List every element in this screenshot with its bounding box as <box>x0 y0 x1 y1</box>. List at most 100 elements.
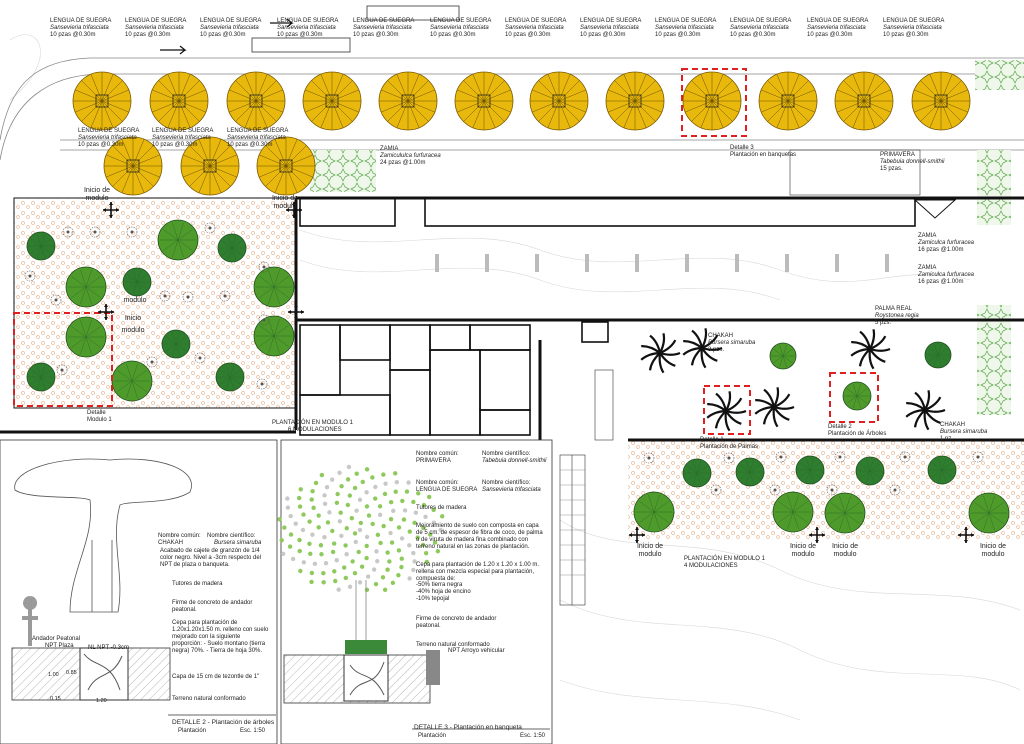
shrub-icon <box>258 261 270 273</box>
shrub-icon <box>899 451 911 463</box>
yellow-tree-icon <box>454 71 514 131</box>
module-origin-icon <box>629 527 645 543</box>
plant-label-sci: Zamiculca furfuracea <box>918 272 975 278</box>
palm-icon <box>754 387 795 428</box>
plant-label-name: LENGUA DE SUEGRA <box>353 18 415 24</box>
plant-label-qty: 3 pzs. <box>708 347 725 353</box>
d3-common-title-2: Nombre común: <box>416 480 459 486</box>
shrub-icon <box>775 451 787 463</box>
plant-label-sci: Zamicululca furfuracea <box>380 153 441 159</box>
d2-cepa: Cepa para plantación de 1.20x1.20x1.50 m… <box>172 620 269 654</box>
d3-title: DETALLE 3 - Plantación en banqueta <box>414 724 522 731</box>
shrub-icon <box>50 294 62 306</box>
d2-capa: Capa de 15 cm de tezontle de 1" <box>172 674 260 680</box>
d3-mejoramiento: Mejoramiento de suelo con composta en ca… <box>416 523 543 550</box>
detail-highlight-palm <box>703 385 751 435</box>
plant-label-name: LENGUA DE SUEGRA <box>227 128 289 134</box>
plant-label-name: LENGUA DE SUEGRA <box>50 18 112 24</box>
shrub-icon <box>258 314 270 326</box>
inicio-modulo-label: Inicio de modulo <box>83 187 111 202</box>
d3-npt: NPT Arroyo vehicular <box>448 648 505 654</box>
plant-label-qty: 10 pzas @0.30m <box>430 32 476 38</box>
plant-label-sci: Sansevieria trifasciata <box>430 25 489 31</box>
inicio-modulo-label: Inicio de modulo <box>789 543 817 558</box>
plant-label-name: Detalle 2 <box>828 424 852 430</box>
plant-label-name: LENGUA DE SUEGRA <box>730 18 792 24</box>
green-tree-icon <box>769 342 797 370</box>
green-tree-icon <box>682 458 712 488</box>
d2-sci-value: Bursera simaruba <box>214 540 262 546</box>
d3-cepa: Cepa para plantación de 1.20 x 1.20 x 1.… <box>416 562 540 582</box>
yellow-tree-icon <box>911 71 971 131</box>
plant-label-sci: Sansevieria trifasciata <box>200 25 259 31</box>
plant-label-name: Detalle 3 <box>730 145 754 151</box>
module-origin-icon <box>958 527 974 543</box>
plant-label-name: LENGUA DE SUEGRA <box>580 18 642 24</box>
plant-label-sci: Sansevieria trifasciata <box>655 25 714 31</box>
plant-label-qty: 24 pzas @1.00m <box>380 160 426 166</box>
green-tree-icon <box>253 266 295 308</box>
plant-label-sci: Bursera simaruba <box>940 429 988 435</box>
d2-tutores: Tutores de madera <box>172 581 223 587</box>
plant-label-desc: Modulo 1 <box>87 417 112 423</box>
shrub-icon <box>769 484 781 496</box>
module-origin-icon <box>288 304 304 320</box>
yellow-tree-icon <box>758 71 818 131</box>
d2-andador: Andador Peatonal <box>32 636 81 642</box>
d3-sci-title-1: Nombre científico: <box>482 451 531 457</box>
plant-label-sci: Sansevieria trifasciata <box>730 25 789 31</box>
columns <box>435 254 889 272</box>
plant-label-qty: 10 pzas @0.30m <box>883 32 929 38</box>
right-plaza <box>628 440 1024 540</box>
green-tree-icon <box>795 455 825 485</box>
green-tree-icon <box>26 362 56 392</box>
d2-subtitle: Plantación <box>178 728 207 734</box>
plant-label-name: ZAMIA <box>918 265 937 271</box>
inicio-modulo-label: Inicio de modulo <box>636 543 664 558</box>
d3-mix-1: -50% tierra negra <box>416 582 463 588</box>
plant-label-name: LENGUA DE SUEGRA <box>200 18 262 24</box>
d3-subtitle: Plantación <box>418 733 447 739</box>
module-origin-icon <box>809 527 825 543</box>
green-tree-icon <box>215 362 245 392</box>
arrow-icon-2 <box>270 18 294 28</box>
detail-highlight-module <box>13 312 113 407</box>
shrub-icon <box>146 356 158 368</box>
building-rooms <box>299 197 916 436</box>
green-tree-icon <box>824 492 866 534</box>
plant-label-qty: 10 pzas @0.30m <box>125 32 171 38</box>
shrub-icon <box>256 378 268 390</box>
plantacion-modulo-left-line2: 6 MODULACIONES <box>288 427 342 433</box>
shrub-icon <box>182 291 194 303</box>
shrub-icon <box>710 484 722 496</box>
d2-scale: Esc. 1:50 <box>240 728 266 734</box>
shrub-icon <box>24 270 36 282</box>
d3-sci-value-2: Sansevieria trifasciata <box>482 487 541 493</box>
green-tree-icon <box>968 492 1010 534</box>
plant-label-qty: 16 pzas @1.00m <box>918 279 964 285</box>
plant-label-name: ZAMIA <box>380 146 399 152</box>
plant-label-name: LENGUA DE SUEGRA <box>505 18 567 24</box>
plant-label-sci: Sansevieria trifasciata <box>353 25 412 31</box>
plant-label-name: PRIMAVERA <box>880 152 915 158</box>
yellow-tree-icon <box>72 71 132 131</box>
plant-label-qty: 10 pzas @0.30m <box>580 32 626 38</box>
shrub-icon <box>972 451 984 463</box>
plant-label-name: Detalle <box>87 410 106 416</box>
stair-treads <box>560 469 585 576</box>
plant-label-qty: 10 pzas @0.30m <box>505 32 551 38</box>
plant-label-sci: Sansevieria trifasciata <box>50 25 109 31</box>
plant-label-qty: 10 pzas @0.30m <box>78 142 124 148</box>
